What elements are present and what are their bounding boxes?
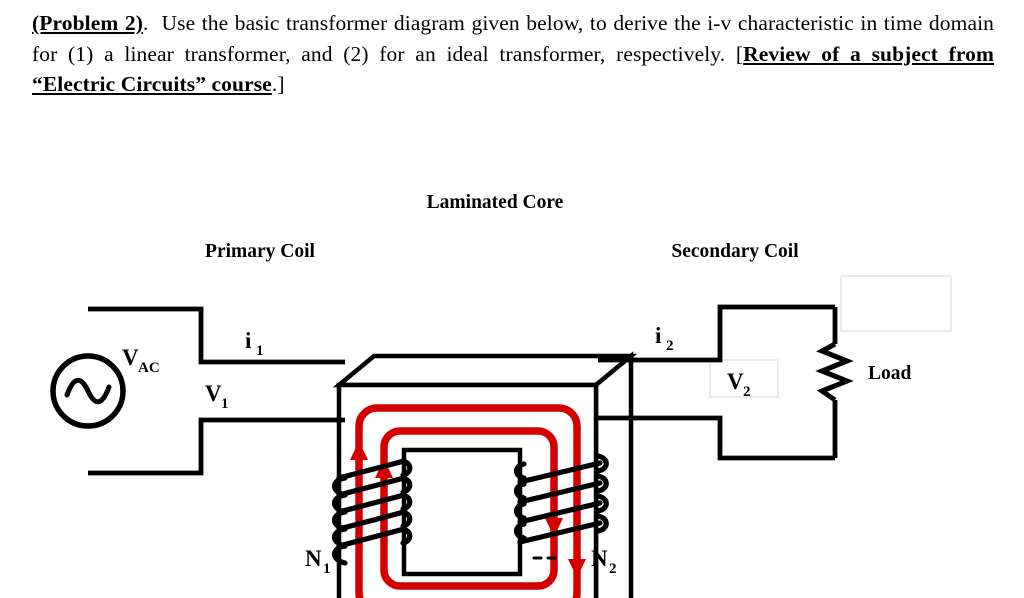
label-source-voltage-sub: AC	[138, 360, 160, 376]
problem-label-period: .	[143, 11, 149, 35]
label-secondary-voltage-sub: 2	[743, 384, 751, 400]
label-secondary-turns-main: N	[591, 546, 608, 571]
primary-turn-1	[336, 458, 407, 481]
primary-turn-3	[336, 492, 407, 515]
secondary-hook-l4	[513, 521, 527, 541]
secondary-hook-r2	[595, 473, 609, 494]
bracket-close: ]	[277, 72, 285, 97]
label-secondary-current-sub: 2	[666, 338, 674, 354]
secondary-turn-1	[517, 460, 603, 485]
label-secondary-voltage: V 2	[727, 369, 751, 400]
label-primary-turns-main: N	[305, 546, 322, 571]
primary-bottom-wire	[88, 417, 345, 476]
primary-hook-r5	[400, 526, 413, 546]
primary-hook-5	[331, 543, 348, 566]
label-primary-turns: N 1	[305, 546, 331, 577]
label-secondary-turns: N 2	[591, 546, 617, 577]
zigzag-resistor-icon	[815, 341, 854, 403]
primary-hook-r2	[400, 475, 413, 495]
flux-arrow-up-outer	[350, 441, 368, 460]
faint-box-near-load	[840, 275, 952, 332]
sine-wave-icon	[64, 377, 112, 405]
label-secondary-coil: Secondary Coil	[671, 241, 799, 262]
secondary-turn-3	[517, 500, 603, 525]
problem-statement: (Problem 2). Use the basic transformer d…	[32, 8, 994, 100]
label-secondary-voltage-main: V	[727, 369, 744, 394]
label-primary-turns-sub: 1	[323, 561, 331, 577]
primary-hook-r3	[400, 492, 413, 512]
label-load: Load	[868, 363, 912, 384]
label-primary-current: i 1	[245, 328, 264, 359]
review-note: Review of a subject from “Electric Circu…	[32, 41, 994, 97]
review-period: .	[271, 72, 278, 97]
secondary-turn-4	[517, 520, 603, 545]
primary-hook-r1	[400, 458, 413, 478]
core-top-face	[332, 353, 638, 388]
label-secondary-current: i 2	[655, 323, 674, 354]
primary-turn-2	[336, 475, 407, 498]
flux-loop-inner	[380, 427, 558, 590]
core-window	[401, 447, 523, 577]
label-laminated-core: Laminated Core	[427, 192, 564, 213]
label-primary-voltage-main: V	[205, 381, 222, 406]
secondary-hook-r1	[595, 453, 609, 474]
secondary-bottom-wire	[598, 415, 835, 461]
primary-coil-winding	[331, 458, 413, 566]
label-secondary-current-main: i	[655, 323, 662, 348]
secondary-hook-r4	[595, 513, 609, 534]
secondary-hook-l1	[513, 461, 527, 481]
transformer-diagram: Laminated Core Primary Coil Secondary Co…	[0, 128, 1024, 598]
label-primary-voltage-sub: 1	[221, 396, 229, 412]
label-primary-coil: Primary Coil	[205, 241, 316, 262]
primary-turn-4	[336, 509, 407, 532]
label-primary-current-main: i	[245, 328, 252, 353]
secondary-hook-r3	[595, 493, 609, 514]
primary-top-wire	[88, 306, 345, 365]
ac-source	[50, 353, 126, 429]
bracket-open: [	[735, 41, 744, 66]
label-primary-current-sub: 1	[256, 343, 264, 359]
secondary-turn-2	[517, 480, 603, 505]
primary-turn-5	[336, 526, 407, 549]
secondary-circuit	[598, 304, 838, 461]
secondary-hook-l2	[513, 481, 527, 501]
secondary-hook-l3	[513, 501, 527, 521]
problem-body: Use the basic transformer diagram given …	[32, 11, 995, 66]
secondary-coil-winding	[513, 453, 609, 560]
faint-box-v2-label	[709, 359, 779, 398]
problem-label: (Problem 2)	[32, 11, 143, 35]
label-primary-voltage: V 1	[205, 381, 229, 412]
flux-arrow-down-inner	[545, 518, 563, 537]
label-source-voltage: V AC	[122, 345, 160, 376]
secondary-top-wire	[598, 304, 835, 363]
label-secondary-turns-sub: 2	[609, 561, 617, 577]
primary-circuit	[88, 306, 345, 476]
flux-arrow-down-outer	[568, 559, 586, 578]
label-source-voltage-main: V	[122, 345, 139, 370]
transformer-diagram-svg: Laminated Core Primary Coil Secondary Co…	[50, 192, 952, 598]
primary-hook-r4	[400, 509, 413, 529]
